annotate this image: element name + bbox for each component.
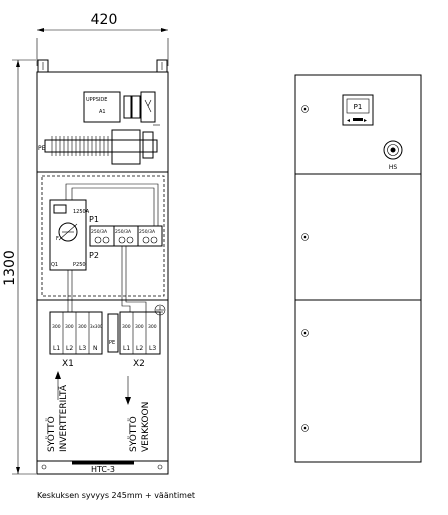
x2-rating-3: 300 bbox=[148, 324, 157, 330]
x1-rating-3: 300 bbox=[78, 324, 87, 330]
lock-icon bbox=[301, 329, 309, 337]
footnote: Keskuksen syvyys 245mm + vääntimet bbox=[37, 491, 195, 500]
x1-terminal-l2: L2 bbox=[66, 345, 73, 352]
feed-inverter: SYÖTTÖ INVERTTERILTÄ bbox=[46, 371, 69, 452]
breaker-label: 1250A bbox=[73, 209, 90, 215]
q-label: Q1 bbox=[51, 262, 58, 268]
feed-grid-line2: VERKKOON bbox=[141, 402, 151, 452]
x2-rating-2: 300 bbox=[135, 324, 144, 330]
controller-label-2: A1 bbox=[99, 109, 106, 115]
feed-inverter-line2: INVERTTERILTÄ bbox=[58, 384, 69, 452]
x2-label: X2 bbox=[133, 359, 145, 369]
x1-label: X1 bbox=[62, 359, 74, 369]
x1-terminal-l3: L3 bbox=[79, 345, 86, 352]
x2-terminal-l3: L3 bbox=[149, 345, 156, 352]
height-dimension-label: 1300 bbox=[2, 250, 18, 286]
width-dimension: 420 bbox=[36, 12, 169, 66]
switch-top-label: P1 bbox=[89, 215, 99, 224]
width-dimension-label: 420 bbox=[91, 12, 118, 28]
fuse-base-2 bbox=[113, 225, 139, 247]
x1-rating-4: 3x300 bbox=[90, 324, 103, 329]
middle-dashed-frame bbox=[41, 175, 165, 297]
arrow-left-icon: ◂ bbox=[347, 117, 350, 124]
x2-rating-1: 300 bbox=[122, 324, 131, 330]
controller-label-1: UPPSIDE bbox=[86, 97, 107, 103]
title-plate: HTC-3 bbox=[72, 461, 134, 474]
rotary-switch: HS bbox=[383, 140, 403, 171]
controller-unit: UPPSIDE A1 bbox=[83, 91, 156, 123]
fuse-bases: 250/3A 250/3A 250/3A bbox=[89, 225, 163, 247]
x1-rating-2: 300 bbox=[65, 324, 74, 330]
arrow-right-icon: ▸ bbox=[364, 117, 367, 124]
title-plate-label: HTC-3 bbox=[91, 465, 115, 474]
wiring bbox=[65, 183, 159, 312]
feed-grid: SYÖTTÖ VERKKOON bbox=[125, 376, 151, 452]
x1-rating-1: 300 bbox=[52, 324, 61, 330]
fuse-label-1: 250/3A bbox=[91, 229, 108, 235]
fuse-base-1 bbox=[89, 225, 115, 247]
height-dimension: 1300 bbox=[2, 59, 36, 475]
meter-button bbox=[353, 118, 363, 121]
meter-display: P1 ◂ ▸ bbox=[342, 94, 374, 126]
fuse-side-label: F bbox=[56, 236, 59, 242]
x1-terminal-l1: L1 bbox=[53, 345, 60, 352]
meter-label: P1 bbox=[354, 103, 363, 111]
lock-icon bbox=[301, 105, 309, 113]
x1-terminal-n: N bbox=[93, 345, 98, 352]
main-switch: 1250A P250 Q1 P1 P2 F bbox=[49, 199, 99, 271]
terminal-block-x1: 300 300 300 3x300 L1 L2 L3 N X1 bbox=[49, 311, 103, 369]
feed-inverter-line1: SYÖTTÖ bbox=[46, 416, 57, 452]
din-rail-terminals: PE bbox=[38, 124, 160, 165]
x2-terminal-l1: L1 bbox=[123, 345, 130, 352]
fuse-base-3 bbox=[137, 225, 163, 247]
lock-icon bbox=[301, 233, 309, 241]
rotary-switch-label: HS bbox=[389, 164, 398, 171]
front-view: P1 ◂ ▸ HS bbox=[294, 74, 422, 463]
feed-grid-line1: SYÖTTÖ bbox=[128, 416, 139, 452]
pe-label: PE bbox=[38, 145, 46, 152]
cabinet-body bbox=[36, 59, 169, 475]
fuse-label-3: 250/3A bbox=[139, 229, 156, 235]
lock-icon bbox=[301, 424, 309, 432]
x2-terminal-pe: PE bbox=[109, 340, 115, 346]
fuse-label-2: 250/3A bbox=[115, 229, 132, 235]
terminal-block-x2: 300 300 300 PE L1 L2 L3 X2 bbox=[107, 311, 161, 369]
breaker-bottom-label: P250 bbox=[73, 262, 86, 268]
switch-bottom-label: P2 bbox=[89, 251, 99, 260]
x2-terminal-l2: L2 bbox=[136, 345, 143, 352]
